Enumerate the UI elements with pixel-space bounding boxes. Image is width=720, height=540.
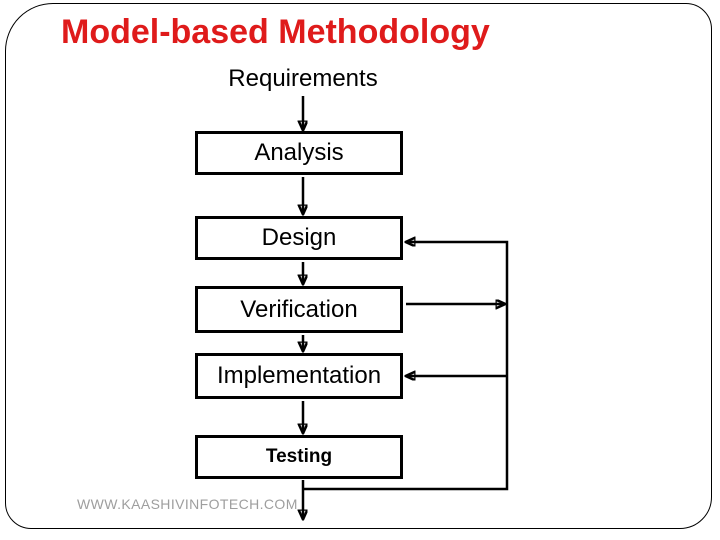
flow-box-testing: Testing <box>195 435 403 479</box>
requirements-label: Requirements <box>228 65 378 92</box>
flow-box-implementation: Implementation <box>195 353 403 399</box>
flow-box-implementation-label: Implementation <box>216 362 382 389</box>
flow-box-analysis-label: Analysis <box>254 139 344 166</box>
slide-title: Model-based Methodology <box>61 13 490 51</box>
flow-box-verification: Verification <box>195 286 403 333</box>
flow-box-design-label: Design <box>261 224 337 251</box>
flow-box-design: Design <box>195 216 403 260</box>
flow-box-testing-label: Testing <box>265 446 333 467</box>
footer-text: WWW.KAASHIVINFOTECH.COM <box>77 496 298 512</box>
flow-box-verification-label: Verification <box>240 295 358 323</box>
feedback-line-to-design <box>303 242 509 491</box>
flow-box-analysis: Analysis <box>195 131 403 175</box>
